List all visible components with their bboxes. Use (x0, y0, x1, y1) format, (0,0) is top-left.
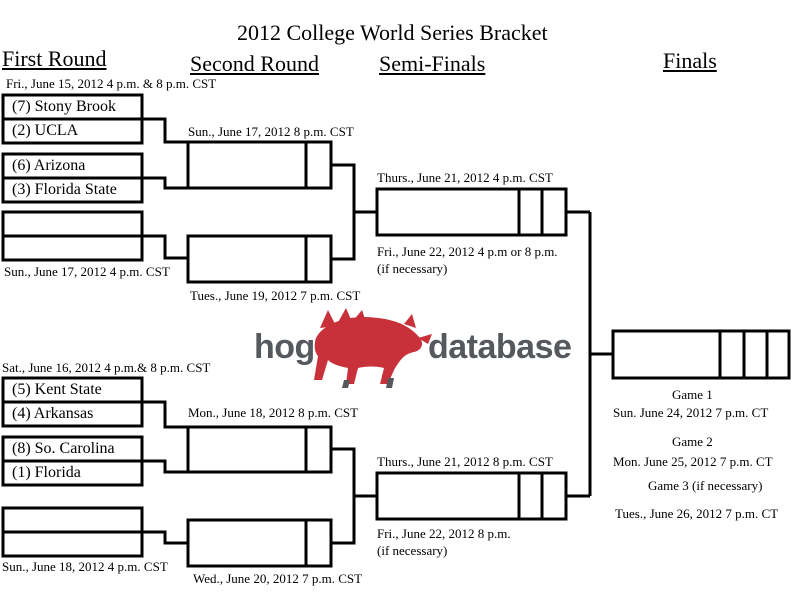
page-title: 2012 College World Series Bracket (237, 20, 548, 45)
round-heading-second: Second Round (190, 51, 319, 76)
date-top-first-round: Fri., June 15, 2012 4 p.m. & 8 p.m. CST (6, 76, 217, 91)
finals-game2-date: Mon. June 25, 2012 7 p.m. CT (613, 454, 773, 469)
finals-game2-label: Game 2 (672, 434, 713, 449)
team-bottom-1: (5) Kent State (12, 381, 102, 398)
game-box-top-semi (375, 187, 568, 237)
date-top-second-winners: Sun., June 17, 2012 8 p.m. CST (188, 124, 354, 139)
date-top-elim-first: Sun., June 17, 2012 4 p.m. CST (4, 264, 170, 279)
date-bottom-first-round: Sat., June 16, 2012 4 p.m.& 8 p.m. CST (2, 360, 211, 375)
round-heading-first: First Round (2, 46, 107, 71)
razorback-hog-icon (314, 308, 432, 388)
finals-game3-label: Game 3 (if necessary) (648, 478, 763, 493)
game-box-bottom-semi (375, 471, 568, 521)
round-heading-finals: Finals (663, 48, 717, 73)
date-bottom-elim-first: Sun., June 18, 2012 4 p.m. CST (2, 559, 168, 574)
finals-game1-label: Game 1 (672, 387, 713, 402)
round-heading-semi: Semi-Finals (379, 51, 486, 76)
date-bottom-second-elim: Wed., June 20, 2012 7 p.m. CST (193, 571, 363, 586)
watermark-text-hog: hog (254, 328, 315, 366)
date-bottom-second-winners: Mon., June 18, 2012 8 p.m. CST (188, 405, 359, 420)
note-bottom-semi-if: (if necessary) (377, 543, 448, 558)
date-bottom-semi: Thurs., June 21, 2012 8 p.m. CST (377, 454, 553, 469)
game-box-top-2w (186, 140, 333, 190)
watermark-text-database: database (428, 328, 572, 366)
date-top-second-elim: Tues., June 19, 2012 7 p.m. CST (190, 288, 361, 303)
date-top-semi: Thurs., June 21, 2012 4 p.m. CST (377, 170, 553, 185)
game-box-bottom-2w (186, 425, 333, 474)
finals-game3-date: Tues., June 26, 2012 7 p.m. CT (615, 506, 779, 521)
team-bottom-3: (8) So. Carolina (12, 440, 115, 457)
finals-game1-date: Sun. June 24, 2012 7 p.m. CT (613, 405, 769, 420)
game-box-top-2e (186, 234, 333, 284)
team-bottom-2: (4) Arkansas (12, 405, 94, 422)
team-bottom-4: (1) Florida (12, 464, 81, 481)
team-top-3: (6) Arizona (12, 157, 86, 174)
date-bottom-semi-if: Fri., June 22, 2012 8 p.m. (377, 526, 511, 541)
team-top-4: (3) Florida State (12, 181, 117, 198)
team-top-2: (2) UCLA (12, 122, 79, 139)
team-top-1: (7) Stony Brook (12, 98, 116, 115)
game-box-bottom-2e (186, 518, 333, 568)
date-top-semi-if: Fri., June 22, 2012 4 p.m or 8 p.m. (377, 244, 558, 259)
note-top-semi-if: (if necessary) (377, 261, 448, 276)
game-box-finals (611, 329, 791, 380)
